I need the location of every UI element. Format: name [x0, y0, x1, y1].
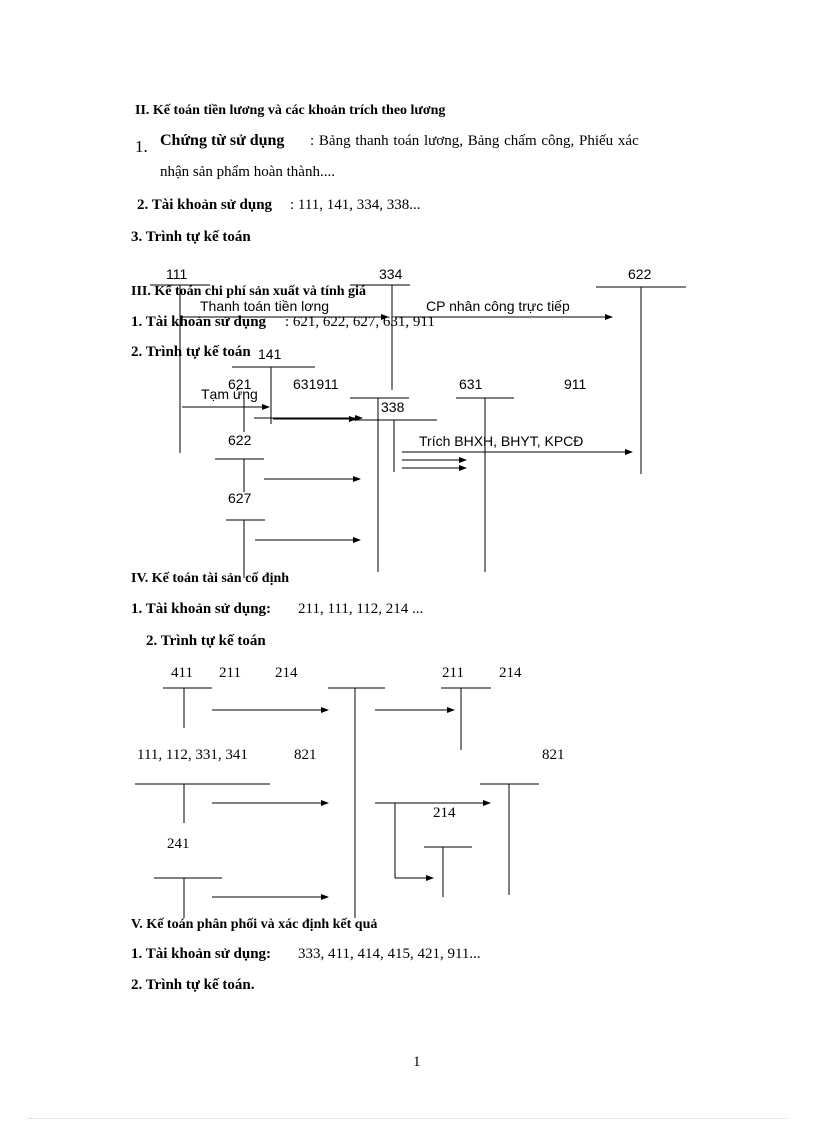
account-338: 338 — [381, 399, 405, 415]
section-5-item-1-text: 333, 411, 414, 415, 421, 911... — [298, 946, 481, 962]
account-111: 111 — [166, 266, 188, 282]
account-631911: 631911 — [293, 376, 339, 392]
page-footer-divider — [28, 1118, 788, 1119]
section-3-heading: III. Kế toán chi phí sản xuất và tính gi… — [131, 284, 366, 299]
page-number: 1 — [413, 1054, 421, 1070]
account-622-iii: 622 — [228, 432, 252, 448]
section-5-item-2: 2. Trình tự kế toán. — [131, 977, 255, 993]
label-thanh-toan: Thanh toán tiền lơng — [200, 298, 330, 314]
label-trich: Trích BHXH, BHYT, KPCĐ — [419, 433, 584, 449]
account-622: 622 — [628, 266, 652, 282]
account-141: 141 — [258, 346, 282, 362]
account-821-b: 821 — [542, 747, 565, 763]
section-4-item-2: 2. Trình tự kế toán — [146, 633, 266, 649]
section-2-item-1-number: 1. — [135, 137, 148, 156]
account-911: 911 — [564, 376, 587, 392]
label-tam-ung: Tạm ứng — [201, 386, 258, 402]
section-4-item-1-text: 211, 111, 112, 214 ... — [298, 601, 424, 617]
account-214-c: 214 — [433, 805, 456, 821]
section-5-item-1-label: 1. Tài khoản sử dụng: — [131, 946, 272, 962]
account-627: 627 — [228, 490, 252, 506]
account-211-a: 211 — [219, 665, 241, 681]
account-111-112-331-341: 111, 112, 331, 341 — [137, 747, 248, 763]
account-214-b: 214 — [499, 665, 522, 681]
account-214-a: 214 — [275, 665, 298, 681]
section-5-heading: V. Kế toán phân phối và xác định kết quả — [131, 917, 378, 932]
section-2-item-1-text: : Bảng thanh toán lương, Bảng chấm công,… — [310, 133, 639, 149]
account-334: 334 — [379, 266, 403, 282]
section-3-item-1-label: 1. Tài khoản sử dụng — [131, 314, 267, 330]
label-cp-nhan-cong: CP nhân công trực tiếp — [426, 298, 570, 314]
section-4-heading: IV. Kế toán tài sản cố định — [131, 571, 290, 586]
account-241: 241 — [167, 836, 190, 852]
section-2-item-1-label: Chứng từ sử dụng — [160, 132, 285, 149]
section-3-item-1-text: : 621, 622, 627, 631, 911 — [285, 314, 435, 330]
section-4-item-1-label: 1. Tài khoản sử dụng: — [131, 601, 272, 617]
section-2-item-1-text-cont: nhận sản phẩm hoàn thành.... — [160, 164, 335, 180]
account-411: 411 — [171, 665, 193, 681]
section-2-item-3: 3. Trình tự kế toán — [131, 229, 251, 245]
section-2-item-2-label: 2. Tài khoản sử dụng — [137, 197, 273, 213]
account-631: 631 — [459, 376, 483, 392]
section-3-item-2: 2. Trình tự kế toán — [131, 344, 251, 360]
account-621: 621 — [228, 376, 252, 392]
section-2-heading: II. Kế toán tiền lương và các khoản tríc… — [135, 103, 446, 118]
section-2-item-2-text: : 111, 141, 334, 338... — [290, 197, 421, 213]
account-211-b: 211 — [442, 665, 464, 681]
account-821-a: 821 — [294, 747, 317, 763]
